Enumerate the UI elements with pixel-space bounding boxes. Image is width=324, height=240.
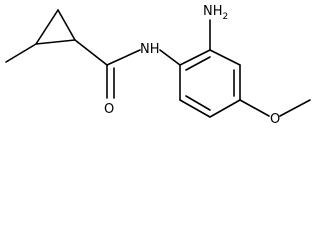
bond-cp-carbonyl (74, 39, 108, 66)
bond-ring-c4-c5 (209, 99, 241, 118)
bond-ring-methoxy-o (239, 99, 270, 117)
bond-cp-top-right (57, 9, 76, 41)
bond-ring-inner-1 (185, 56, 211, 71)
bond-cp-top-left (35, 9, 59, 45)
bond-methoxy-ch3 (279, 99, 311, 117)
bond-methyl (5, 43, 37, 63)
bond-cp-bottom (35, 39, 76, 45)
molecule-canvas: NH2 NH O O (5, 4, 311, 127)
bond-carbonyl-nh (106, 49, 141, 66)
structure-drawing: NH2 NH O O (5, 4, 311, 127)
amino-label: NH2 (203, 4, 228, 22)
methoxy-o-label: O (270, 112, 280, 127)
amide-nh-label: NH (140, 42, 160, 57)
bond-ring-c1-c2 (179, 49, 211, 66)
bond-ring-c5-c6 (179, 99, 211, 118)
bond-ring-c2-c3 (209, 49, 241, 66)
bond-ring-inner-3 (185, 95, 211, 111)
carbonyl-o-label: O (104, 102, 114, 117)
bond-nh-ring (159, 49, 181, 66)
